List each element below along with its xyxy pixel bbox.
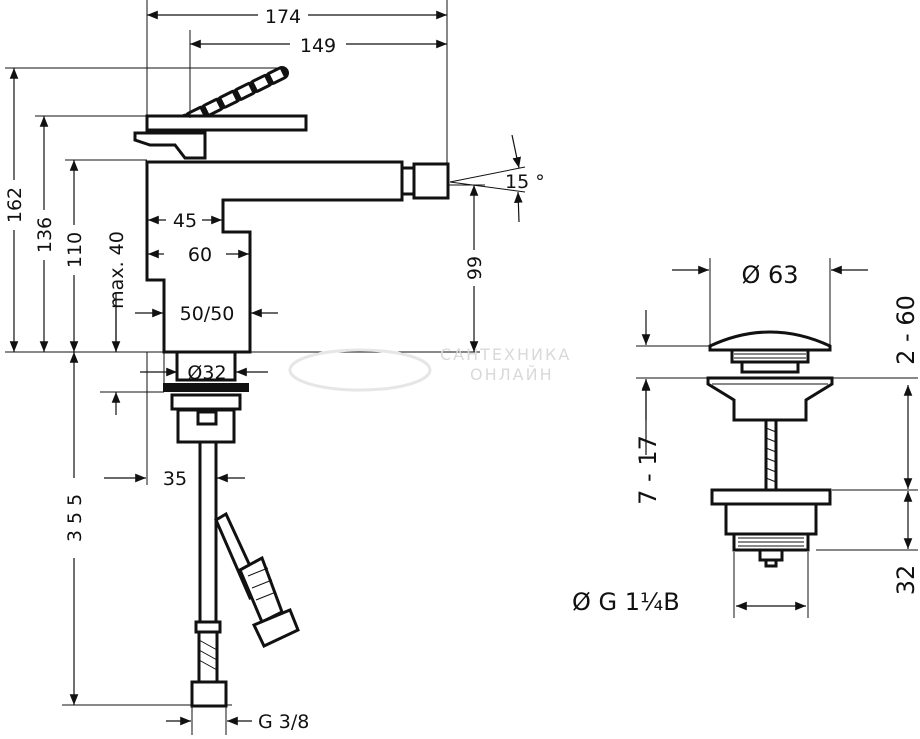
drain-body-flange [710, 488, 832, 506]
spout-nozzle [400, 166, 416, 196]
dim-width-174: 174 [265, 6, 301, 28]
dim-height-162: 162 [4, 187, 26, 223]
base-ring [175, 350, 237, 382]
watermark-line2: ОНЛАЙН [470, 365, 554, 384]
dim-hose-355: 3 5 5 [64, 494, 86, 542]
watermark-line1: САНТЕХНИКА [440, 345, 571, 364]
dim-thread-range: 7 - 17 [634, 435, 662, 505]
dim-45: 45 [173, 210, 197, 232]
drain-body [724, 502, 818, 536]
hose-nut-straight [190, 680, 228, 708]
dim-60: 60 [188, 244, 212, 266]
drain-valve-view: Ø 63 2 - 60 7 - 17 32 Ø G 1¼B [572, 258, 920, 618]
dim-thread-height: 32 [892, 565, 920, 596]
dim-cap-height: 2 - 60 [892, 295, 920, 365]
watermark: САНТЕХНИКА ОНЛАЙН [288, 345, 571, 392]
dim-50-50: 50/50 [180, 303, 235, 325]
drain-flange [706, 376, 834, 422]
dim-width-149: 149 [300, 35, 336, 57]
mounting-nut [170, 393, 242, 411]
hose-straight [198, 440, 218, 624]
base-plate [163, 383, 249, 392]
hose-nut-angled [251, 608, 300, 648]
lever-handle [145, 114, 308, 132]
spout-aerator [412, 162, 450, 200]
dim-thread-g: Ø G 1¼B [572, 588, 680, 616]
mixer-side-view: 174 149 162 136 110 max. 40 45 60 50/50 [2, 0, 545, 735]
dim-cap-63: Ø 63 [741, 261, 798, 289]
dim-hole-32: Ø32 [187, 362, 226, 384]
dim-g-3-8: G 3/8 [258, 711, 309, 733]
dim-height-110: 110 [64, 232, 86, 268]
dim-height-99: 99 [464, 256, 486, 280]
dim-35: 35 [163, 468, 187, 490]
lever-joint [133, 131, 207, 160]
dim-height-136: 136 [34, 217, 56, 253]
drain-cap [708, 330, 832, 352]
dim-max-40: max. 40 [106, 231, 128, 309]
dim-angle-15: 15 ° [505, 171, 545, 193]
